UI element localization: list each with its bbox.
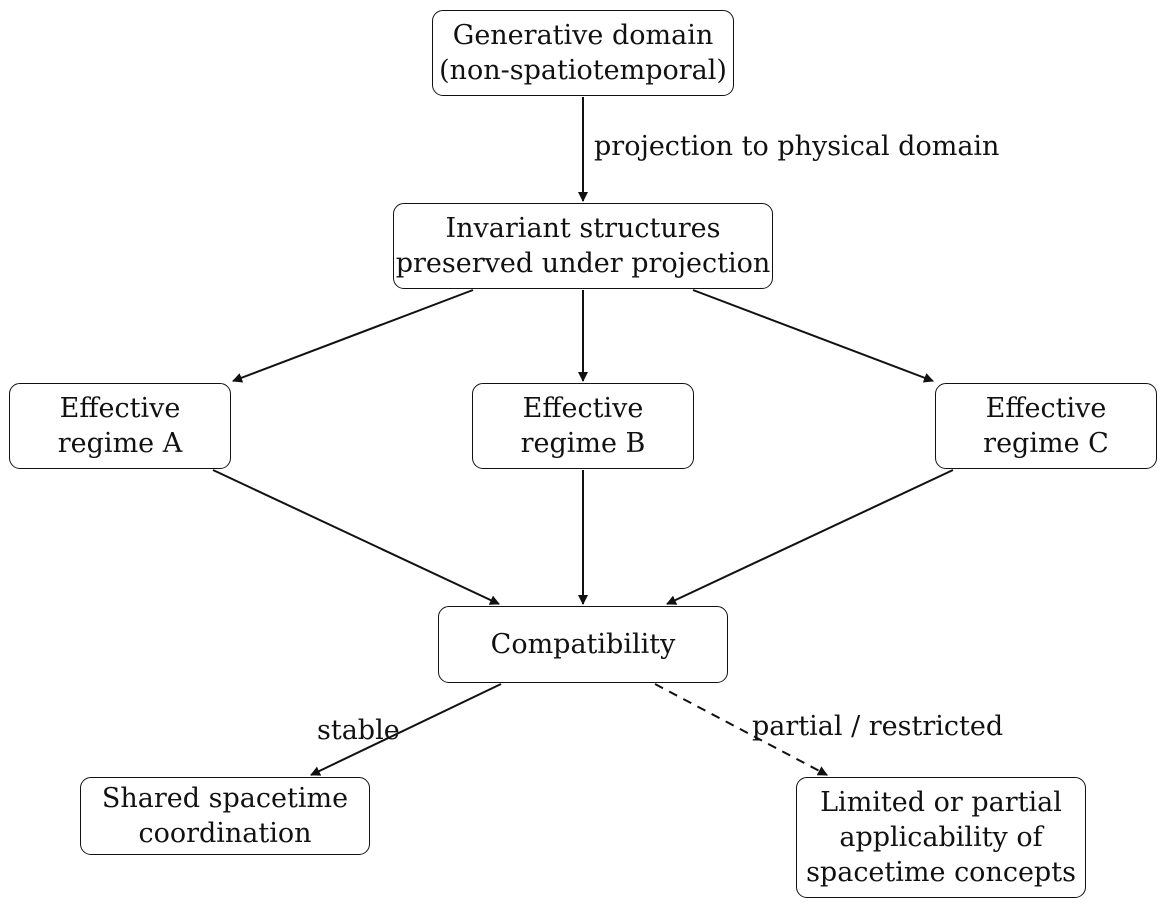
node-regime-b-line1: Effective	[522, 393, 644, 424]
edge-label-projection: projection to physical domain	[594, 131, 1000, 162]
node-invariant-structures: Invariant structures preserved under pro…	[393, 203, 773, 289]
node-compatibility: Compatibility	[438, 606, 728, 683]
node-regime-c-line2: regime C	[983, 428, 1109, 459]
edge-label-stable: stable	[317, 715, 400, 746]
arrow-regime-c-to-compatibility	[666, 469, 954, 605]
arrow-compatibility-to-shared	[310, 683, 502, 776]
node-effective-regime-c: Effective regime C	[935, 383, 1157, 469]
node-generative-line1: Generative domain	[452, 20, 714, 51]
node-effective-regime-a: Effective regime A	[9, 383, 231, 469]
node-regime-b-line2: regime B	[520, 428, 646, 459]
edge-label-partial-restricted: partial / restricted	[752, 711, 1004, 742]
node-regime-a-line1: Effective	[59, 393, 181, 424]
node-invariant-line1: Invariant structures	[445, 213, 721, 244]
node-limited-applicability: Limited or partial applicability of spac…	[796, 777, 1086, 898]
node-limited-line1: Limited or partial	[820, 787, 1062, 818]
node-generative-line2: (non-spatiotemporal)	[439, 55, 727, 86]
node-regime-a-line2: regime A	[57, 428, 183, 459]
arrow-compatibility-to-limited	[654, 683, 828, 776]
arrow-regime-a-to-compatibility	[212, 469, 500, 605]
node-generative-domain: Generative domain (non-spatiotemporal)	[432, 10, 734, 96]
arrow-invariant-to-regime-a	[232, 289, 474, 383]
node-shared-line1: Shared spacetime	[101, 783, 349, 814]
node-invariant-line2: preserved under projection	[395, 248, 771, 279]
node-shared-line2: coordination	[138, 818, 312, 849]
arrow-invariant-to-regime-c	[692, 289, 934, 383]
node-compatibility-line1: Compatibility	[490, 629, 676, 660]
node-effective-regime-b: Effective regime B	[472, 383, 694, 469]
node-shared-spacetime: Shared spacetime coordination	[80, 777, 370, 855]
node-regime-c-line1: Effective	[985, 393, 1107, 424]
node-limited-line2: applicability of	[839, 822, 1043, 853]
node-limited-line3: spacetime concepts	[806, 857, 1076, 888]
